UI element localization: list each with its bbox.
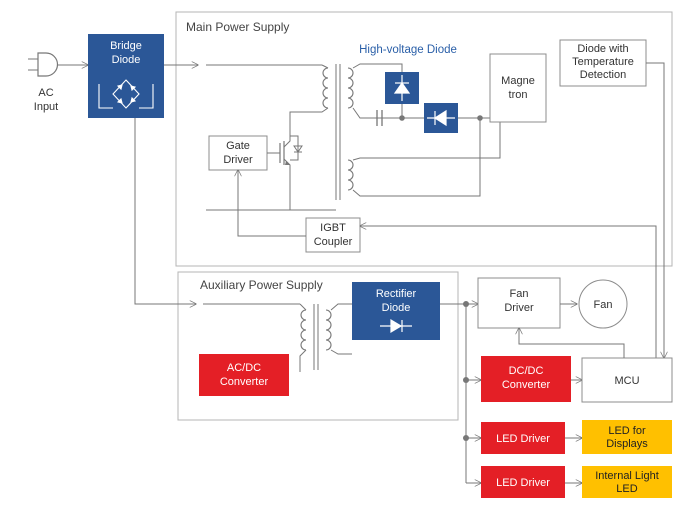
high-voltage-diode-label: High-voltage Diode bbox=[359, 44, 457, 56]
capacitor-icon bbox=[360, 110, 424, 126]
led-driver-label: LED Driver bbox=[496, 477, 550, 489]
acdc-converter-block bbox=[199, 354, 289, 396]
dcdc-converter-label: Converter bbox=[502, 379, 551, 391]
acdc-converter-label: AC/DC bbox=[227, 362, 261, 374]
led-driver-block-2 bbox=[481, 466, 565, 498]
rectifier-diode-block bbox=[352, 282, 440, 340]
mcu-block bbox=[581, 357, 673, 403]
magnetron-label: tron bbox=[509, 89, 528, 101]
igbt-coupler-block bbox=[305, 217, 361, 253]
internal-light-led-label: Internal Light bbox=[595, 470, 659, 482]
igbt-coupler-label: IGBT bbox=[320, 222, 346, 234]
internal-light-led-block bbox=[582, 466, 672, 498]
transformer-coil-icon bbox=[322, 64, 354, 200]
main-power-supply-title: Main Power Supply bbox=[186, 20, 289, 34]
ac-input-label: AC bbox=[38, 87, 53, 99]
bridge-diode-label: Diode bbox=[112, 54, 141, 66]
rectifier-diode-label: Rectifier bbox=[376, 288, 417, 300]
fan-driver-label: Driver bbox=[504, 302, 534, 314]
gate-driver-block bbox=[208, 135, 268, 171]
led-displays-label: LED for bbox=[608, 425, 646, 437]
rectifier-diode-label: Diode bbox=[382, 302, 411, 314]
fan-driver-label: Fan bbox=[510, 288, 529, 300]
temperature-diode-block bbox=[559, 39, 647, 87]
acdc-converter-label: Converter bbox=[220, 376, 269, 388]
temperature-diode-label: Detection bbox=[580, 69, 626, 81]
fan-circle bbox=[578, 279, 628, 329]
diode-icon bbox=[393, 75, 411, 101]
ac-plug-icon bbox=[28, 52, 72, 77]
aux-power-supply-title: Auxiliary Power Supply bbox=[200, 278, 323, 292]
bridge-diode-label: Bridge bbox=[110, 40, 142, 52]
ac-input-label: Input bbox=[34, 101, 58, 113]
diode-icon bbox=[380, 318, 412, 334]
dcdc-converter-label: DC/DC bbox=[509, 365, 544, 377]
mcu-label: MCU bbox=[614, 375, 639, 387]
magnetron-label: Magne bbox=[501, 75, 535, 87]
fan-label: Fan bbox=[594, 299, 613, 311]
bridge-diode-block bbox=[88, 34, 164, 118]
fan-driver-block bbox=[477, 277, 561, 329]
led-driver-label: LED Driver bbox=[496, 433, 550, 445]
diode-icon bbox=[427, 109, 455, 127]
led-displays-label: Displays bbox=[606, 438, 648, 450]
internal-light-led-label: LED bbox=[616, 483, 637, 495]
temperature-diode-label: Diode with bbox=[577, 43, 628, 55]
transformer-coil-icon bbox=[299, 303, 332, 372]
igbt-coupler-label: Coupler bbox=[314, 236, 353, 248]
gate-driver-label: Gate bbox=[226, 140, 250, 152]
gate-driver-label: Driver bbox=[223, 154, 253, 166]
dcdc-converter-block bbox=[481, 356, 571, 402]
led-driver-block-1 bbox=[481, 422, 565, 454]
igbt-icon bbox=[279, 130, 303, 210]
temperature-diode-label: Temperature bbox=[572, 56, 634, 68]
magnetron-block bbox=[489, 53, 547, 123]
led-displays-block bbox=[582, 420, 672, 454]
bridge-rectifier-icon bbox=[98, 79, 154, 109]
